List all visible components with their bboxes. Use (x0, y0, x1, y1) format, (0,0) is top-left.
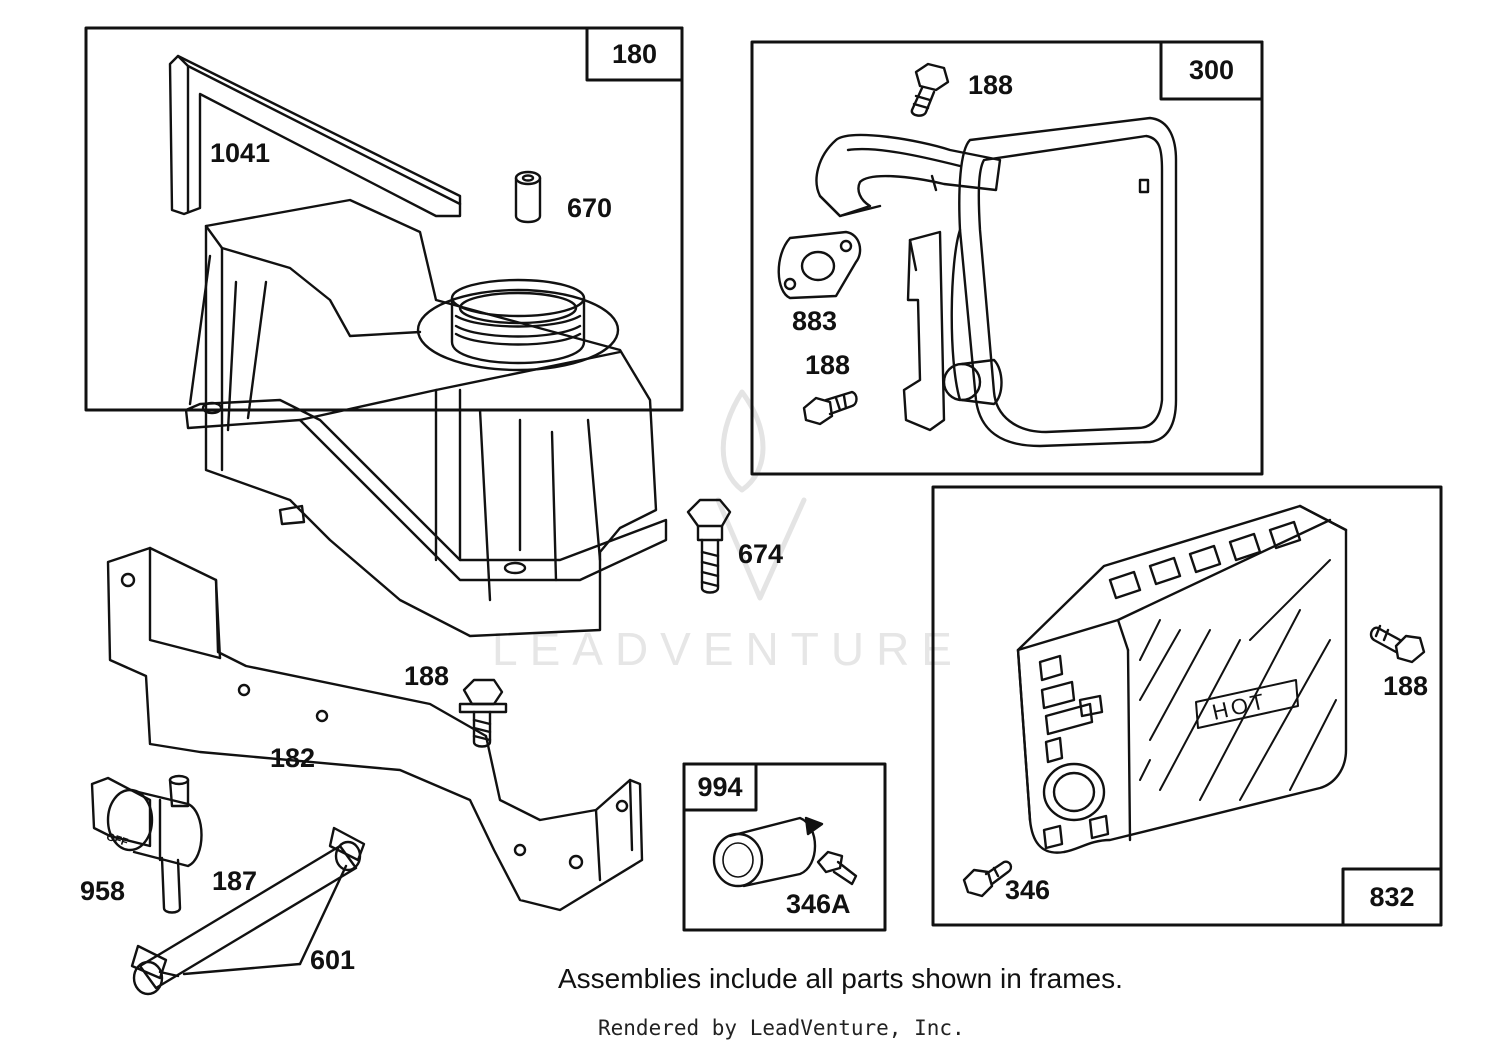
part-label-346: 346 (1005, 875, 1051, 905)
frame-832-label: 832 (1369, 881, 1415, 912)
part-label-182: 182 (270, 743, 316, 773)
muffler-guard (1016, 504, 1348, 854)
frame-180 (84, 26, 684, 412)
bolt-674 (686, 498, 732, 594)
spacer-670 (514, 170, 542, 224)
spark-arrestor (712, 816, 858, 888)
exhaust-gasket (777, 230, 862, 300)
part-label-188-muffler-bottom: 188 (805, 350, 851, 380)
muffler (815, 116, 1178, 448)
part-label-674: 674 (738, 539, 784, 569)
frame-300-tag (1159, 40, 1264, 101)
part-label-346A: 346A (786, 889, 851, 919)
frame-180-label: 180 (611, 38, 658, 69)
part-label-188-center: 188 (404, 661, 450, 691)
fuel-shutoff-valve (90, 774, 203, 914)
frame-832-tag (1341, 867, 1443, 927)
bolt-188-center (458, 678, 508, 748)
part-label-188-guard: 188 (1383, 671, 1429, 701)
tank-bracket (106, 546, 644, 912)
part-label-670: 670 (567, 193, 613, 223)
part-label-188-muffler-top: 188 (968, 70, 1014, 100)
screw-346 (962, 860, 1013, 898)
part-label-601: 601 (310, 945, 356, 975)
tank-strap (168, 54, 462, 218)
bolt-188-guard (1369, 624, 1426, 664)
render-credit: Rendered by LeadVenture, Inc. (598, 1016, 965, 1040)
part-label-187: 187 (212, 866, 258, 896)
bolt-188-muffler-top (910, 62, 950, 117)
assembly-note: Assemblies include all parts shown in fr… (558, 963, 1123, 994)
frame-994-tag (682, 762, 758, 812)
frame-994-label: 994 (697, 771, 743, 802)
frame-300 (750, 40, 1264, 476)
frame-180-tag (585, 26, 684, 82)
part-label-1041: 1041 (210, 138, 271, 168)
part-label-958: 958 (80, 876, 126, 906)
bolt-188-muffler-bottom (802, 390, 858, 426)
watermark-logo (715, 389, 807, 601)
fuel-tank (184, 198, 668, 638)
part-label-883: 883 (792, 306, 838, 336)
frame-994 (682, 762, 887, 932)
fuel-line (130, 826, 366, 996)
frame-832 (931, 485, 1443, 927)
frame-300-label: 300 (1188, 55, 1235, 85)
